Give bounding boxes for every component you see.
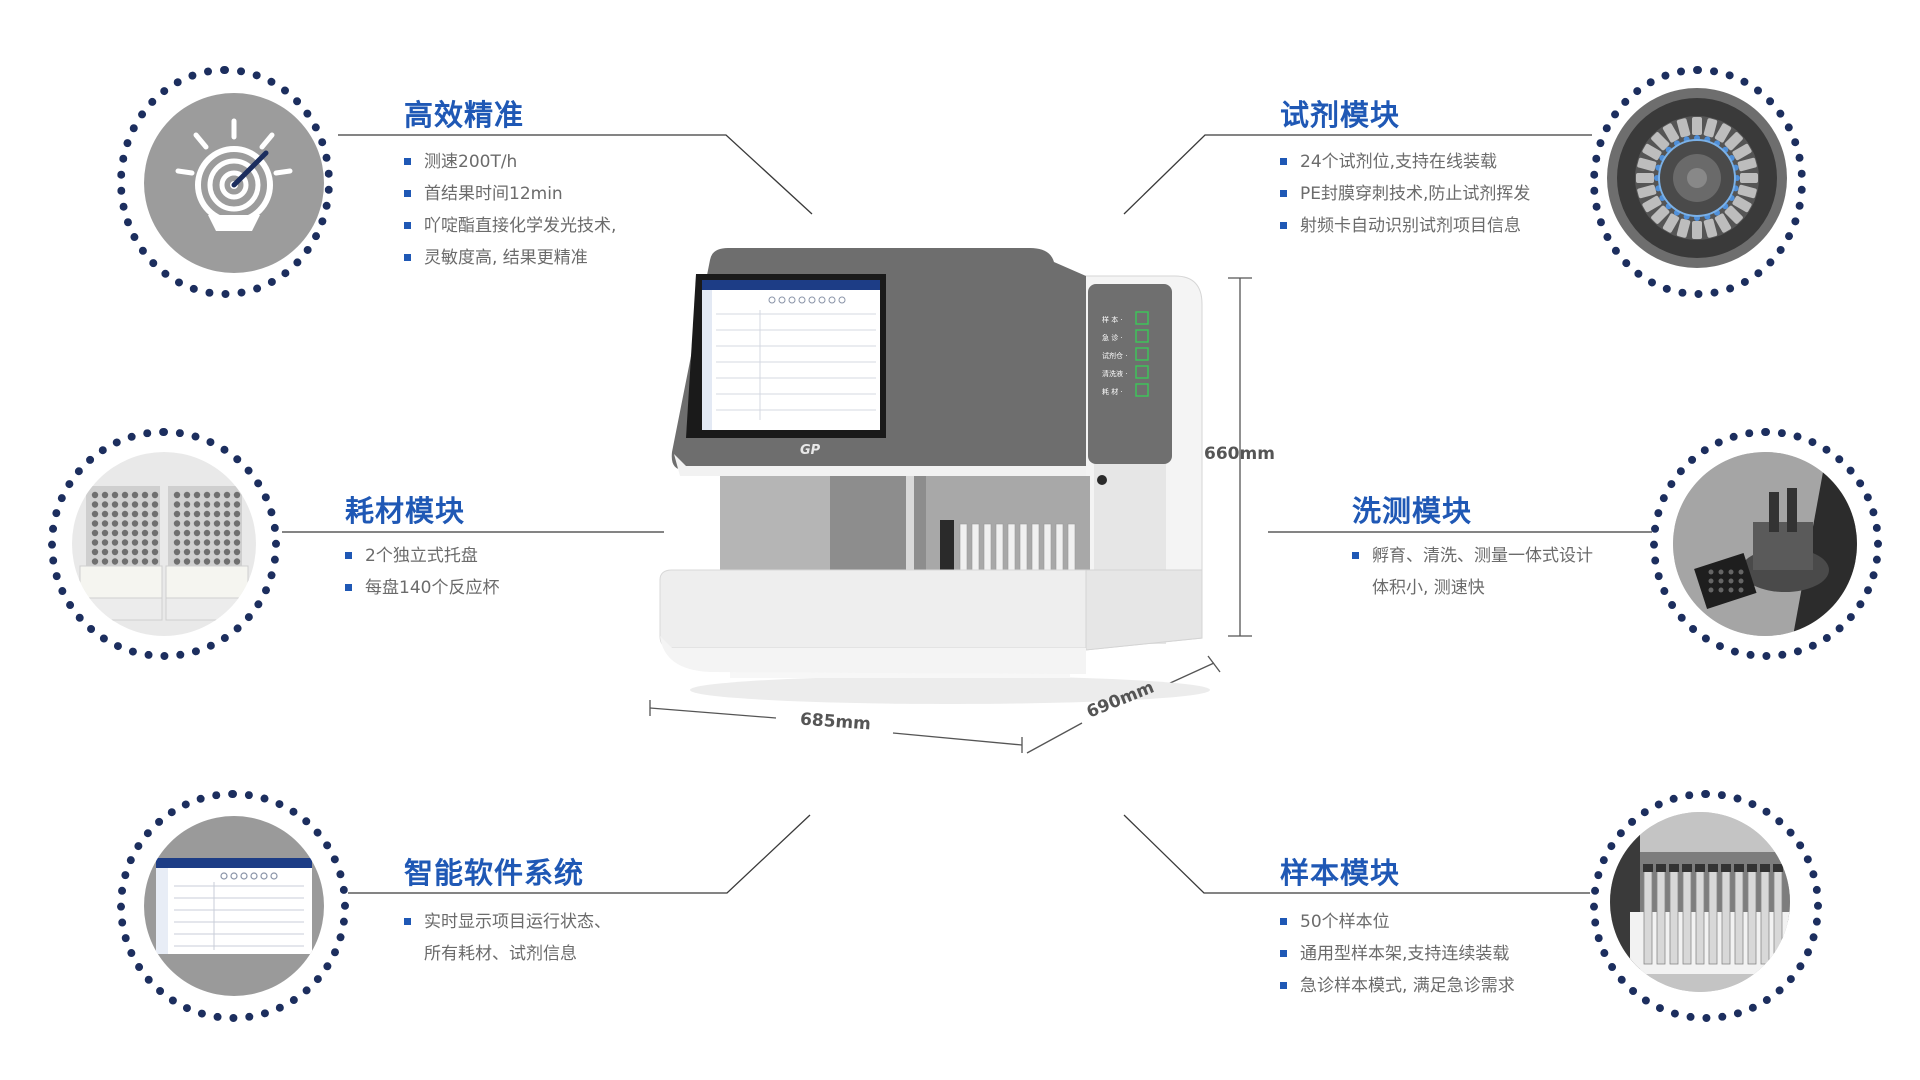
list-item: 灵敏度高, 结果更精准 [404, 242, 616, 274]
panel-label: 耗 材 · [1102, 387, 1123, 396]
list-item: 50个样本位 [1280, 906, 1515, 938]
panel-label: 清洗液 · [1102, 369, 1127, 378]
efficiency-disc [144, 93, 324, 273]
sample-ring [1590, 790, 1822, 1022]
connector-efficiency [338, 134, 813, 215]
wash-module-icon [1673, 452, 1857, 636]
panel-label: 样 本 · [1102, 315, 1123, 324]
connector-reagent [1123, 134, 1592, 215]
wash-disc [1673, 452, 1857, 636]
sample-disc [1610, 812, 1790, 992]
list-item: 孵育、清洗、测量一体式设计 [1352, 540, 1593, 572]
list-item: 所有耗材、试剂信息 [424, 944, 577, 964]
efficiency-list: 测速200T/h 首结果时间12min 吖啶酯直接化学发光技术, 灵敏度高, 结… [404, 146, 616, 274]
wash-list: 孵育、清洗、测量一体式设计 体积小, 测速快 [1352, 540, 1593, 604]
reagent-ring [1590, 66, 1806, 298]
target-bulb-icon [175, 118, 293, 231]
software-screen-icon [156, 858, 312, 954]
consumable-ring [48, 428, 280, 660]
consumable-list: 2个独立式托盘 每盘140个反应杯 [345, 540, 499, 604]
panel-label: 试剂仓 · [1102, 351, 1127, 360]
list-item: 每盘140个反应杯 [345, 572, 499, 604]
efficiency-ring [117, 66, 333, 298]
list-item: 吖啶酯直接化学发光技术, [404, 210, 616, 242]
analyzer-machine: 样 本 · 急 诊 · 试剂仓 · 清洗液 · 耗 材 · GP [659, 248, 1210, 704]
consumable-disc [72, 452, 256, 636]
software-title: 智能软件系统 [404, 856, 585, 890]
software-ring [117, 790, 349, 1022]
cuvette-tray-icon [79, 486, 249, 621]
list-item: 测速200T/h [404, 146, 616, 178]
list-item: PE封膜穿刺技术,防止试剂挥发 [1280, 178, 1530, 210]
list-item: 体积小, 测速快 [1372, 578, 1485, 598]
wash-ring [1650, 428, 1882, 660]
reagent-carousel-icon [1617, 98, 1777, 258]
list-item: 24个试剂位,支持在线装载 [1280, 146, 1530, 178]
list-item: 急诊样本模式, 满足急诊需求 [1280, 970, 1515, 1002]
sample-rack-icon [1610, 812, 1790, 992]
efficiency-title: 高效精准 [404, 98, 525, 132]
software-list: 实时显示项目运行状态、 所有耗材、试剂信息 [404, 906, 611, 970]
sample-list: 50个样本位 通用型样本架,支持连续装载 急诊样本模式, 满足急诊需求 [1280, 906, 1515, 1002]
list-item: 通用型样本架,支持连续装载 [1280, 938, 1515, 970]
panel-indicators: 样 本 · 急 诊 · 试剂仓 · 清洗液 · 耗 材 · [1102, 311, 1149, 397]
reagent-title: 试剂模块 [1280, 98, 1401, 132]
panel-label: 急 诊 · [1102, 333, 1123, 342]
connector-software [348, 814, 811, 894]
list-item: 首结果时间12min [404, 178, 616, 210]
list-item: 2个独立式托盘 [345, 540, 499, 572]
wash-title: 洗测模块 [1352, 494, 1473, 528]
dimension-height: 660mm [1204, 444, 1275, 464]
software-disc [144, 816, 324, 996]
consumable-title: 耗材模块 [345, 494, 466, 528]
list-item: 射频卡自动识别试剂项目信息 [1280, 210, 1530, 242]
sample-title: 样本模块 [1280, 856, 1401, 890]
list-item: 实时显示项目运行状态、 [404, 906, 611, 938]
brand-logo: GP [800, 443, 821, 458]
reagent-disc [1607, 88, 1787, 268]
reagent-list: 24个试剂位,支持在线装载 PE封膜穿刺技术,防止试剂挥发 射频卡自动识别试剂项… [1280, 146, 1530, 242]
connector-sample [1123, 814, 1590, 894]
